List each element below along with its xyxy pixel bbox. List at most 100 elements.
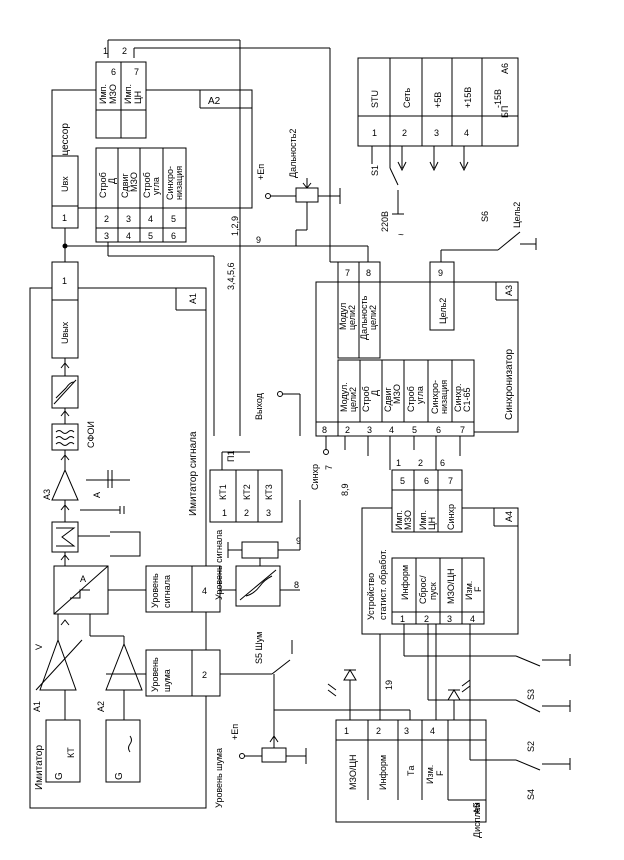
- signal-level-pot: Уровень сигнала 9 8: [214, 500, 301, 607]
- a4-pin-6: 6: [424, 476, 429, 486]
- a6-id: A6: [500, 63, 510, 74]
- a4-pin-1: 1: [400, 614, 405, 624]
- bus-2: 2: [418, 458, 423, 468]
- n129-label: 1,2,9: [230, 216, 240, 236]
- a4-pin-5: 5: [400, 476, 405, 486]
- a1-pin-4: 4: [202, 586, 207, 596]
- a1-a1: A1: [32, 701, 42, 712]
- a3-conn-5: 5: [412, 425, 417, 435]
- a6-col-set: Сеть: [402, 88, 412, 108]
- a4-right2-a: Имп.: [418, 510, 428, 530]
- a1-sfoi: СФОИ: [86, 421, 96, 448]
- a4-right1-b: МЗО: [403, 510, 413, 530]
- a5-row4-a: Изм.: [425, 765, 435, 784]
- range-pot: Дальность2 +Еп: [256, 129, 341, 231]
- a6-pin-1: 1: [372, 128, 377, 138]
- kt-pin-1: 1: [222, 508, 227, 518]
- block-a5-display: 1 2 3 4 МЗО/ЦН Информ Tа Изм. F Дисплей …: [335, 719, 487, 838]
- a4-title1: Устройство: [366, 573, 376, 620]
- block-a2-specprocessor: A2 Спецпроцессор Uвх 1 Имп. МЗО Имп. ЦН …: [51, 46, 253, 243]
- a6-pin-3: 3: [434, 128, 439, 138]
- v220-label: 220В: [380, 211, 390, 232]
- wiring: 3,4,5,6 1,2,9 9 1 2 6: [62, 39, 461, 720]
- a2-row3-b: угла: [151, 177, 161, 195]
- noise-level-pot: Уровень шума +Еп S5 Шум 19: [214, 632, 394, 808]
- vyhod-label: Выход: [254, 392, 264, 420]
- a3-row3-a: Сдвиг: [383, 386, 393, 412]
- a2-top-right-1: Имп.: [123, 84, 133, 104]
- a2-row2-a: Сдвиг: [120, 172, 130, 198]
- a5-row1: МЗО/ЦН: [348, 755, 358, 791]
- a1-a3: A3: [42, 489, 52, 500]
- a3-row6-a: Синхр.: [453, 383, 463, 412]
- block-a1-signal-simulator: A1 Имитатор сигнала Имитатор Uвых 1 СФОИ…: [29, 261, 221, 809]
- a3-row6-b: С1-65: [462, 387, 472, 412]
- a6-pin-4: 4: [464, 128, 469, 138]
- a3-row3-b: МЗО: [392, 384, 402, 404]
- a4-pin-4: 4: [470, 614, 475, 624]
- a5-row2: Информ: [378, 755, 388, 790]
- a2-pin-4: 4: [148, 214, 153, 224]
- a5-title: Дисплей: [472, 802, 482, 838]
- pot-pin-9: 9: [296, 536, 301, 546]
- a2-conn-4: 4: [126, 231, 131, 241]
- a1-corner: Имитатор: [34, 745, 45, 790]
- n89-label: 8,9: [340, 483, 350, 496]
- block-a3-synchronizer: A3 Синхронизатор 7 8 Модул цели2 Дальнос…: [315, 261, 519, 437]
- test-points-kt: КТ1 КТ2 КТ3 1 2 3 П1: [209, 451, 283, 523]
- a3-conn-7: 7: [460, 425, 465, 435]
- kt3-label: КТ3: [264, 484, 274, 500]
- a3-conn-4: 4: [389, 425, 394, 435]
- a1-pin-2: 2: [202, 670, 207, 680]
- a2-uin: Uвх: [60, 176, 70, 192]
- a3-row4-a: Строб: [406, 386, 416, 412]
- bus-6: 6: [440, 458, 445, 468]
- a4-right3: Синхр: [446, 504, 456, 530]
- a6-col-stu: STU: [370, 90, 380, 108]
- a3-conn-2: 2: [345, 425, 350, 435]
- s2-label: S2: [526, 741, 536, 752]
- a2-top-right-2: ЦН: [133, 91, 143, 104]
- a2-id: A2: [208, 96, 221, 107]
- a1-a2: A2: [96, 701, 106, 712]
- a4-left4-b: F: [473, 586, 483, 592]
- kt1-label: КТ1: [218, 484, 228, 500]
- en-label-bottom: +Еп: [230, 724, 240, 740]
- a2-top-left-1: Имп.: [98, 84, 108, 104]
- kt2-label: КТ2: [242, 484, 252, 500]
- a6-pin-2: 2: [402, 128, 407, 138]
- a4-pin-3: 3: [447, 614, 452, 624]
- a3-row4-b: угла: [415, 386, 425, 404]
- a3-top1-b: цели2: [347, 305, 357, 330]
- a5-row4-b: F: [435, 770, 445, 776]
- a1-g1: G: [54, 772, 65, 780]
- a2-pin-1: 1: [62, 213, 67, 223]
- a1-a: A: [92, 492, 102, 498]
- a2-pin-2: 2: [104, 214, 109, 224]
- a3-top2-b: цели2: [368, 305, 378, 330]
- target2-switch-s6: S6 Цель2: [440, 202, 537, 262]
- a4-left1: Информ: [400, 565, 410, 600]
- n7-label: 7: [324, 465, 334, 470]
- a2-row4-a: Синхро-: [165, 166, 175, 200]
- a2-conn-5: 5: [148, 231, 153, 241]
- a1-id: A1: [188, 293, 198, 304]
- ac-symbol: ~: [398, 230, 404, 241]
- a4-right1-a: Имп.: [394, 510, 404, 530]
- a2-pin-6: 6: [111, 67, 116, 77]
- sinhr-label: Синхр: [310, 464, 320, 490]
- power-switch-s1: S1 220В ~: [370, 146, 404, 241]
- a2-pin-5: 5: [171, 214, 176, 224]
- a2-row3-a: Строб: [142, 172, 152, 198]
- sig-level-label: Уровень сигнала: [214, 530, 224, 600]
- n3456-label: 3,4,5,6: [226, 262, 236, 290]
- a3-pin-7: 7: [345, 268, 350, 278]
- a1-signal-level-2: сигнала: [162, 575, 172, 608]
- a1-v: V: [34, 644, 44, 650]
- a1-pin-1: 1: [62, 276, 67, 286]
- a5-id: A5: [472, 803, 482, 814]
- block-a4-statistics: A4 Устройство статист. обработ. 5 6 7 Им…: [361, 469, 519, 635]
- bus-1: 1: [396, 458, 401, 468]
- a2-pin-t1: 1: [103, 46, 108, 56]
